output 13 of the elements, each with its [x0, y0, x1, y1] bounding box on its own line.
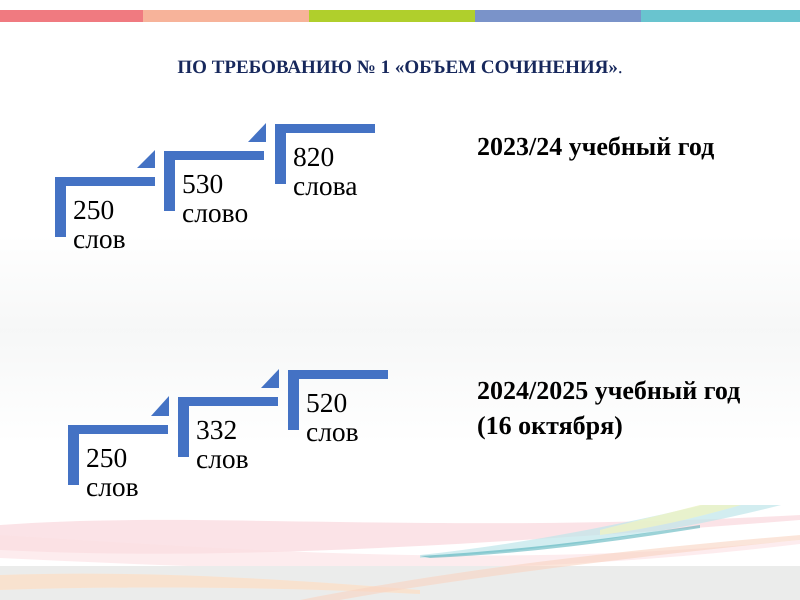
step-arrow — [151, 396, 169, 416]
step-arrow — [248, 123, 266, 142]
step-label: 250 слов — [86, 444, 139, 502]
step-label: 520 слов — [306, 389, 359, 446]
slide-title: ПО ТРЕБОВАНИЮ № 1 «ОБЪЕМ СОЧИНЕНИЯ». — [177, 56, 623, 80]
year-label: 2024/2025 учебный год (16 октября) — [477, 375, 742, 442]
step-label: 530 слово — [182, 170, 248, 228]
step-arrow — [261, 369, 279, 388]
step-arrow — [137, 150, 155, 168]
step-label: 250 слов — [73, 196, 126, 254]
step-label: 820 слова — [293, 143, 358, 200]
step-label: 332 слов — [196, 416, 249, 474]
year-label: 2023/24 учебный год — [477, 131, 716, 163]
